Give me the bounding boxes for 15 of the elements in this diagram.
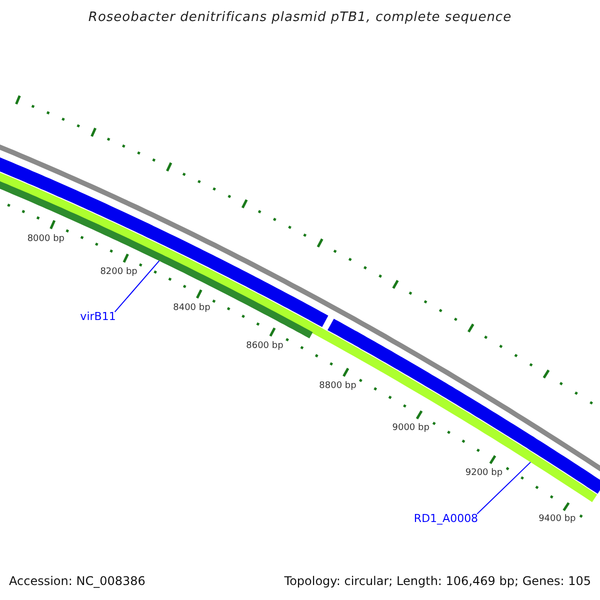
scale-label: 8000 bp — [27, 234, 65, 245]
leader-line — [114, 260, 160, 312]
gene-label: RD1_A0008 — [414, 512, 478, 526]
leader-line — [476, 462, 532, 514]
scale-label: 9400 bp — [538, 516, 576, 526]
title: Roseobacter denitrificans plasmid pTB1, complete sequence — [88, 11, 512, 26]
accession-text: Accession: NC_008386 — [9, 575, 146, 588]
gene-label: virB11 — [80, 310, 116, 324]
scale-label: 8400 bp — [173, 304, 210, 314]
scale-label: 8600 bp — [246, 342, 284, 352]
scale-label: 8800 bp — [319, 382, 356, 392]
scale-label: 9200 bp — [465, 468, 503, 479]
scale-label: 8200 bp — [100, 268, 138, 278]
scale-label: 9000 bp — [392, 424, 430, 434]
summary-text: Topology: circular; Length: 106,469 bp; Genes: 105 — [284, 575, 591, 588]
